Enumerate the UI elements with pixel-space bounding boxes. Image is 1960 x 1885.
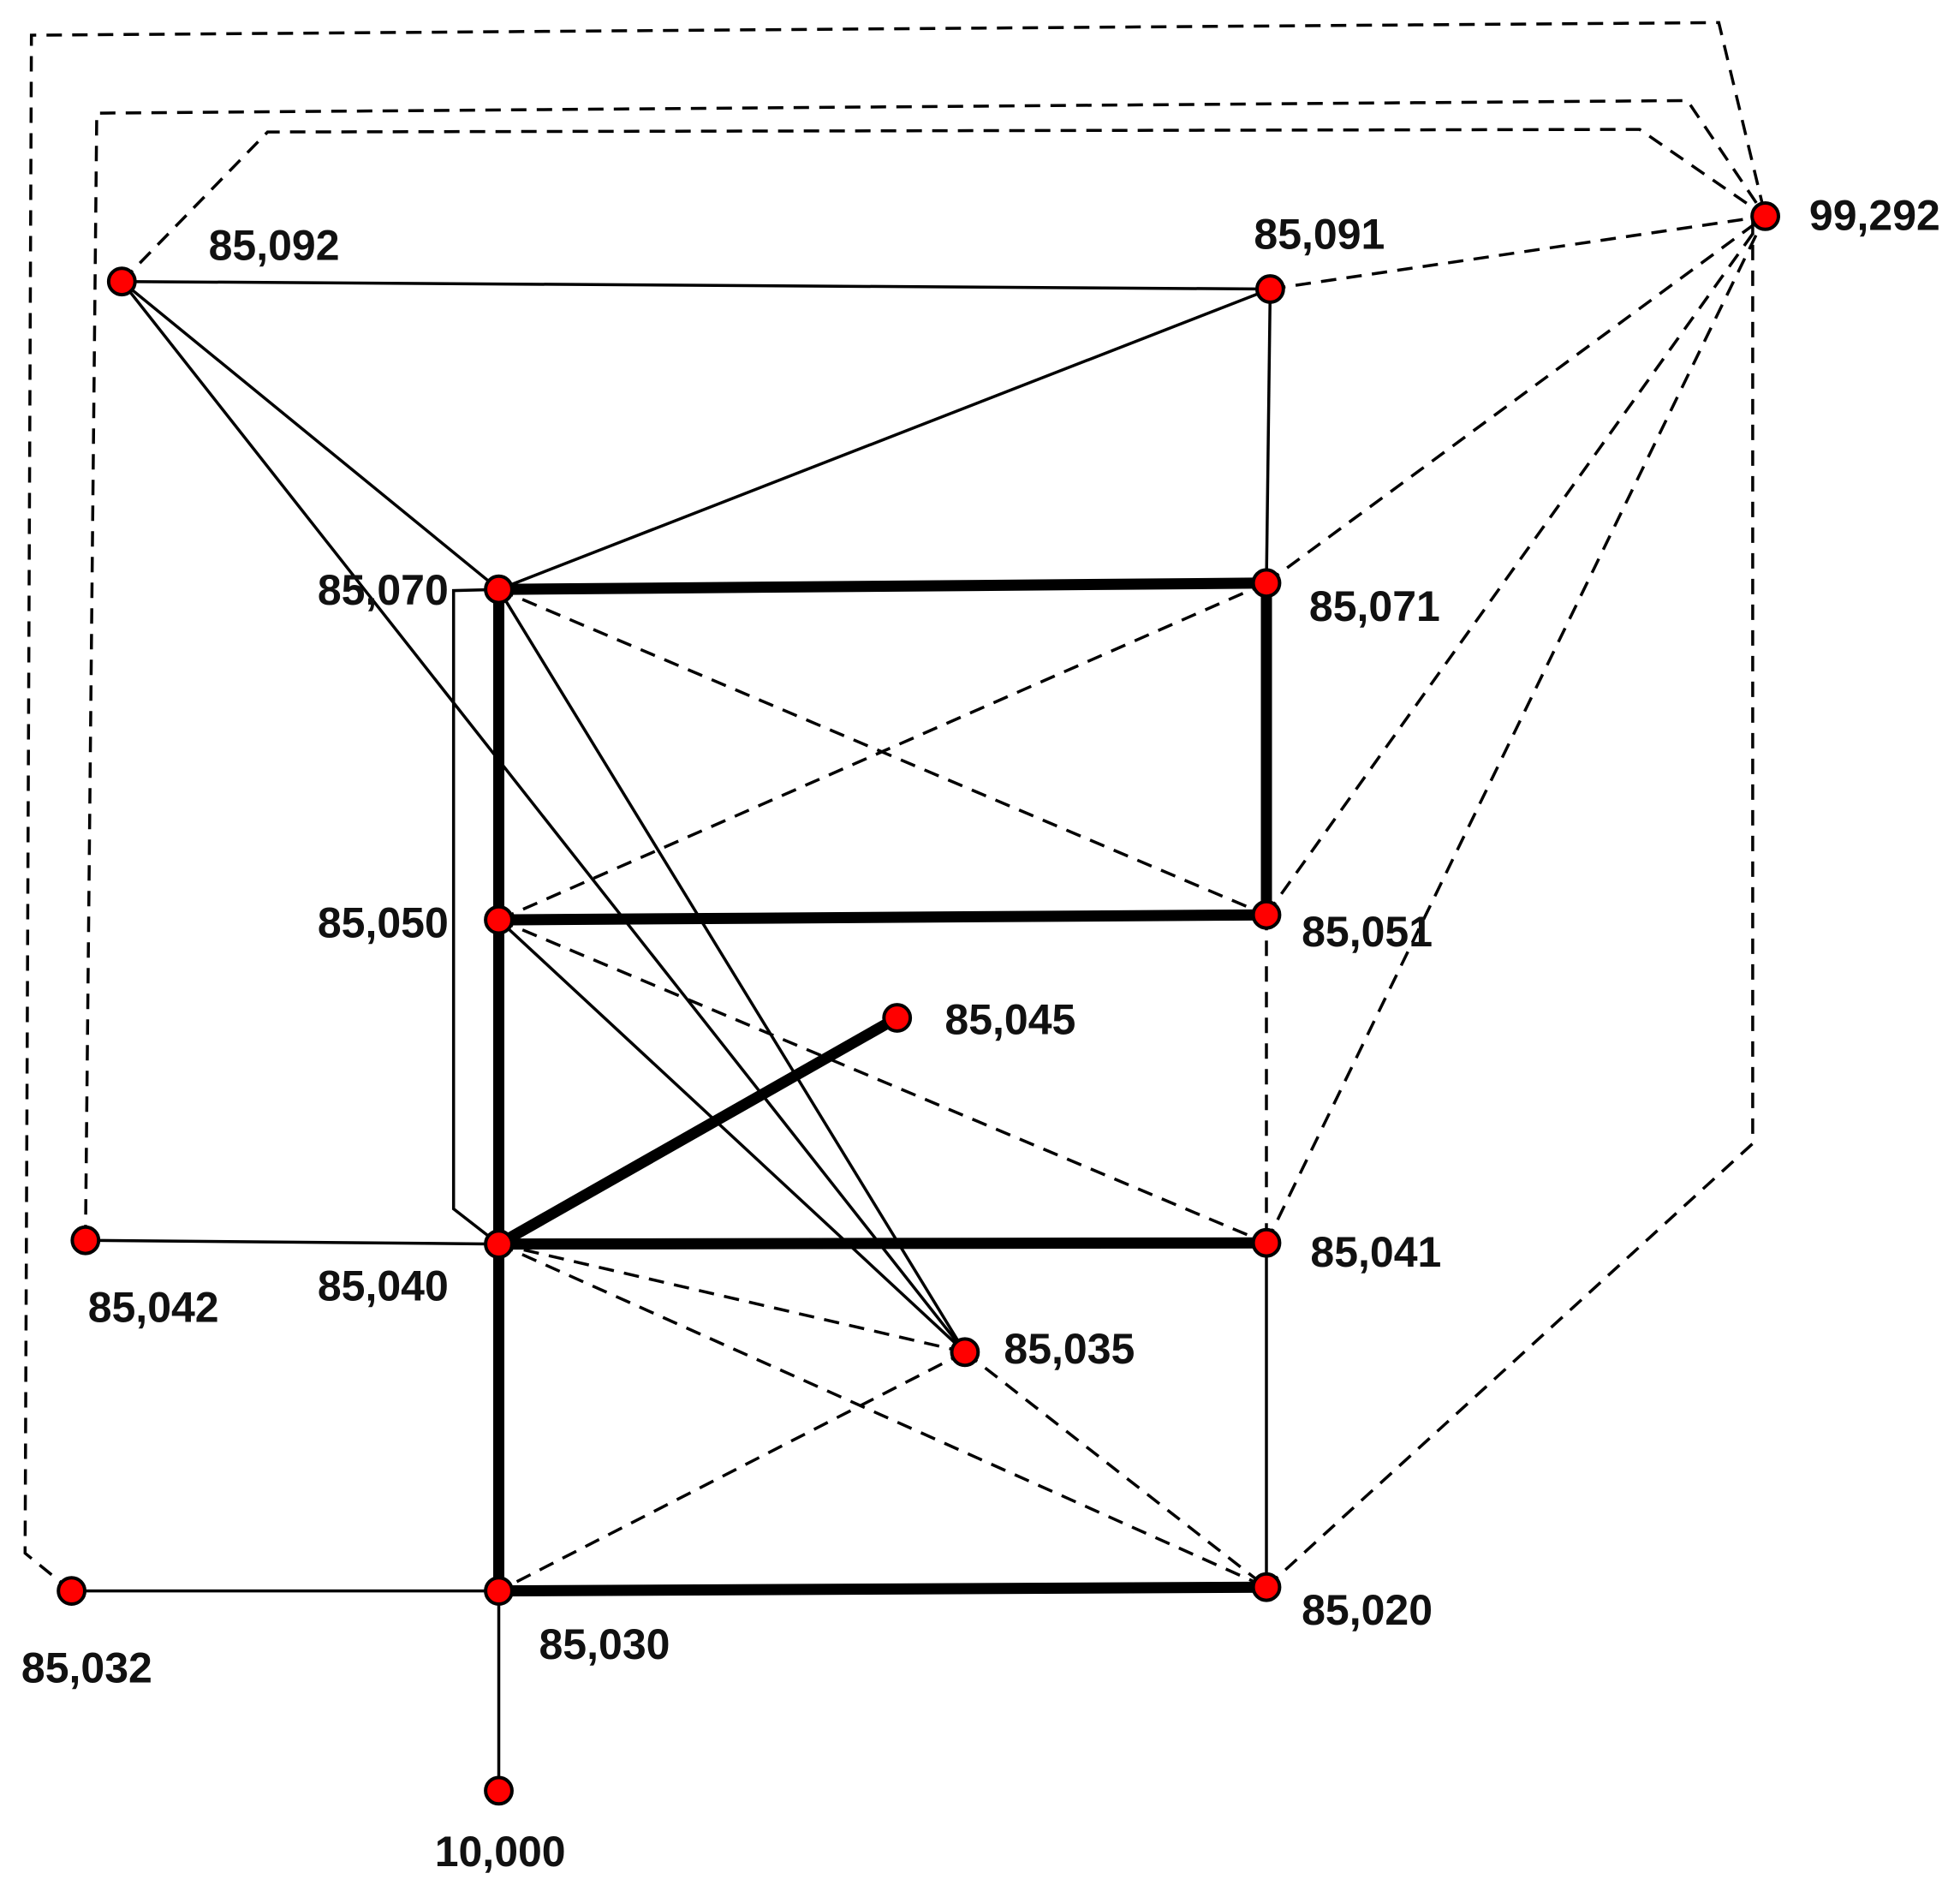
node-85041	[1251, 1227, 1282, 1258]
edge-85050-85041	[497, 918, 1267, 1244]
edge-85091-85071	[1265, 289, 1272, 583]
edge-85091-99292	[1270, 214, 1766, 291]
node-85040	[484, 1229, 514, 1259]
node-label-85032: 85,032	[21, 1644, 152, 1692]
node-label-85092: 85,092	[209, 222, 340, 270]
edge-85035-85030	[497, 1351, 966, 1593]
edge-85040-85041	[498, 1237, 1267, 1250]
edge-85050-85035	[497, 918, 967, 1354]
node-85051	[1251, 899, 1282, 930]
edge-85051-99292	[1265, 215, 1767, 916]
edge-85051-85050	[498, 909, 1267, 926]
node-85070	[484, 574, 514, 605]
node-85091	[1255, 274, 1285, 304]
edge-85070-85035	[497, 588, 967, 1353]
node-label-85035: 85,035	[1004, 1325, 1135, 1373]
edges-layer	[23, 21, 1767, 1791]
edge-85030-85020	[498, 1581, 1267, 1597]
node-label-85042: 85,042	[88, 1284, 219, 1332]
edge-85071-99292	[1265, 214, 1766, 585]
edge-85040-85035	[498, 1242, 966, 1354]
edge-85092-99292	[121, 128, 1766, 283]
edge-85035-85020	[963, 1351, 1268, 1589]
node-label-99292: 99,292	[1809, 192, 1940, 240]
node-label-85045: 85,045	[944, 996, 1075, 1044]
edge-85071-85050	[497, 582, 1267, 922]
node-label-10000: 10,000	[435, 1828, 566, 1876]
node-label-85041: 85,041	[1310, 1228, 1441, 1276]
node-label-85091: 85,091	[1254, 211, 1385, 259]
edge-85092-85091	[122, 279, 1271, 291]
node-85050	[484, 904, 514, 935]
node-label-85040: 85,040	[318, 1262, 449, 1310]
edge-85045-85040	[496, 1012, 900, 1250]
edge-85040-85020	[497, 1243, 1267, 1589]
labels-layer: 85,092 85,091 99,292 85,070 85,071 85,050 85,0…	[21, 192, 1940, 1876]
node-label-85070: 85,070	[318, 566, 449, 614]
edge-85042-85040	[85, 1238, 499, 1246]
node-label-85020: 85,020	[1302, 1586, 1433, 1634]
edge-85032-99292	[23, 21, 1767, 1592]
edge-85091-85070	[497, 287, 1272, 591]
nodes-layer	[57, 201, 1781, 1806]
edge-85092-85070	[121, 280, 500, 591]
node-85030	[484, 1576, 514, 1606]
edge-85042-99292	[84, 98, 1767, 1241]
edge-85092-85035	[120, 280, 967, 1353]
node-85035	[950, 1337, 980, 1368]
node-85020	[1251, 1572, 1282, 1602]
node-85032	[57, 1576, 86, 1606]
node-label-85050: 85,050	[318, 899, 449, 947]
node-label-85030: 85,030	[539, 1620, 670, 1668]
edge-85070-85071	[498, 577, 1267, 595]
node-85092	[106, 266, 137, 297]
node-10000	[484, 1775, 514, 1806]
node-label-85051: 85,051	[1302, 908, 1433, 956]
edge-85020-99292	[1265, 214, 1766, 1589]
node-99292	[1750, 201, 1781, 231]
node-label-85071: 85,071	[1309, 582, 1440, 630]
node-85045	[882, 1003, 913, 1033]
node-85042	[70, 1225, 101, 1256]
edge-85041-99292	[1265, 215, 1767, 1244]
node-85071	[1251, 568, 1282, 599]
edge-85070-85040	[451, 588, 500, 1245]
